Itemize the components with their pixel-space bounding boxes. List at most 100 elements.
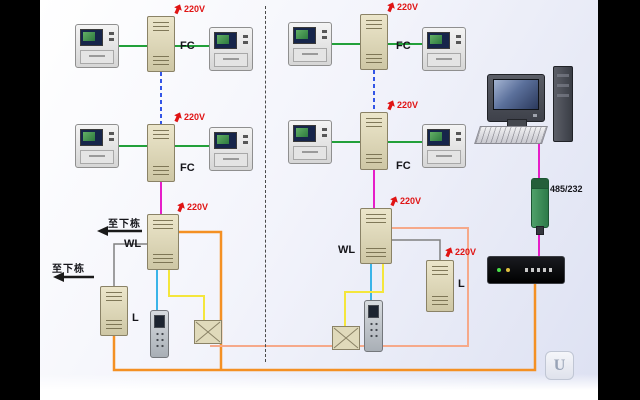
wire-yellow [344, 264, 384, 328]
floor-controller-box [147, 124, 175, 182]
door-station-screen [368, 305, 379, 318]
terminal-slots [153, 166, 169, 176]
pc-monitor [487, 74, 545, 122]
l-label: L [458, 278, 465, 290]
monitor-screen [293, 27, 316, 44]
terminal-slots [153, 220, 173, 230]
monitor-speaker-panel [80, 150, 114, 164]
wl-label: WL [338, 244, 356, 256]
monitor-buttons [456, 35, 461, 38]
floor-controller-box [147, 16, 175, 72]
door-station-keypad [154, 330, 165, 348]
power-label: 220V [187, 202, 209, 212]
riser-controller-box [147, 214, 179, 270]
indoor-monitor [422, 27, 466, 71]
cross-line [333, 327, 359, 349]
power-arrow-shape [387, 2, 395, 13]
monitor-speaker-panel [293, 146, 327, 160]
arrow-head [53, 272, 64, 282]
line-unit-box [426, 260, 454, 312]
junction-cross-icon [333, 327, 359, 349]
converter-cap [532, 179, 548, 189]
monitor-picture [430, 132, 442, 141]
terminal-slots [153, 254, 173, 264]
fc-label: FC [180, 162, 195, 174]
terminal-slots [366, 154, 382, 164]
power-arrow-shape [177, 202, 185, 213]
terminal-slots [432, 266, 448, 276]
arrow-head [97, 226, 108, 236]
power-220v: 220V [444, 246, 476, 258]
monitor-screen [427, 32, 450, 49]
monitor-speaker-panel [293, 48, 327, 62]
power-220v: 220V [386, 1, 418, 13]
monitor-buttons [243, 135, 248, 138]
fc-label: FC [180, 40, 195, 52]
power-220v: 220V [173, 3, 205, 15]
speaker-slot [89, 155, 105, 157]
speaker-slot [223, 58, 239, 60]
monitor-screen [214, 132, 237, 149]
power-220v: 220V [176, 201, 208, 213]
wire-gray [392, 239, 441, 260]
power-label: 220V [397, 2, 419, 12]
wire-gray [113, 243, 147, 286]
door-station [150, 310, 169, 358]
to-next-building-label: 至下栋 [108, 219, 141, 230]
monitor-picture [217, 35, 229, 44]
tower-vent [557, 84, 569, 87]
monitor-speaker-panel [427, 150, 461, 164]
power-label: 220V [397, 100, 419, 110]
power-arrow-shape [445, 247, 453, 258]
monitor-buttons [322, 128, 327, 131]
power-label: 220V [184, 4, 206, 14]
fc-label: FC [396, 40, 411, 52]
monitor-speaker-panel [80, 50, 114, 64]
power-arrow-shape [390, 196, 398, 207]
wiring-diagram: FC FC WL L 220V 220V 220V 至下栋 至下栋 [40, 0, 598, 400]
monitor-picture [83, 32, 95, 41]
letterbox-right [598, 0, 640, 400]
monitor-buttons [109, 132, 114, 135]
serial-converter [531, 178, 549, 228]
power-220v: 220V [173, 111, 205, 123]
hub-faceplate-text [525, 268, 555, 272]
power-220v: 220V [386, 99, 418, 111]
terminal-slots [153, 56, 169, 66]
monitor-speaker-panel [214, 53, 248, 67]
hub-led-icon [497, 268, 501, 272]
speaker-slot [223, 158, 239, 160]
terminal-slots [106, 292, 122, 302]
pc-power-button [533, 114, 537, 117]
tower-vent [557, 74, 569, 77]
monitor-picture [217, 135, 229, 144]
power-arrow-icon [174, 112, 182, 123]
terminal-slots [106, 320, 122, 330]
fc-label: FC [396, 160, 411, 172]
next-building-arrow-icon [97, 226, 142, 236]
door-station-screen [154, 315, 165, 328]
section-divider [265, 6, 266, 362]
monitor-speaker-panel [427, 53, 461, 67]
terminal-slots [366, 20, 382, 30]
next-building-arrow-icon [53, 272, 94, 282]
indoor-monitor [288, 120, 332, 164]
wires-layer [53, 43, 540, 372]
cross-line [195, 321, 221, 343]
terminal-slots [153, 130, 169, 140]
power-220v: 220V [389, 195, 421, 207]
floor-controller-box [360, 112, 388, 170]
monitor-picture [430, 35, 442, 44]
power-arrow-icon [174, 4, 182, 15]
junction-box [194, 320, 222, 344]
speaker-slot [302, 151, 318, 153]
wire-yellow [168, 270, 205, 322]
power-arrow-shape [174, 112, 182, 123]
terminal-slots [366, 248, 386, 258]
monitor-screen [214, 32, 237, 49]
line-unit-box [100, 286, 128, 336]
terminal-slots [153, 22, 169, 32]
monitor-buttons [322, 30, 327, 33]
brand-logo-letter: U [553, 356, 566, 374]
door-station-keypad [368, 320, 379, 338]
